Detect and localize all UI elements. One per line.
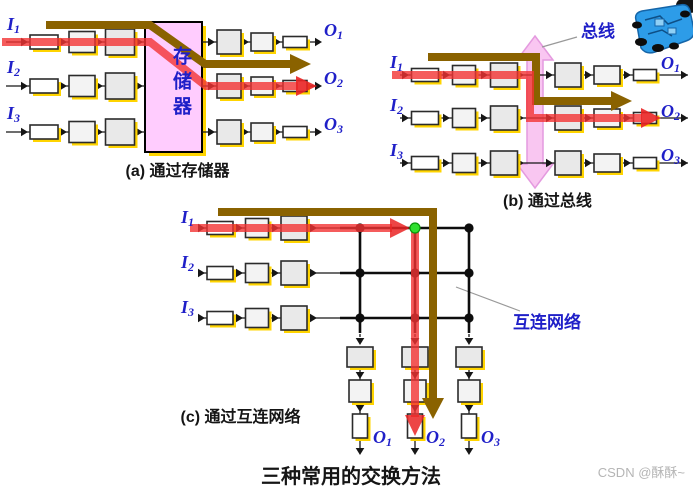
network-label: 互连网络: [513, 313, 581, 332]
input-label-i2-a: I2: [7, 57, 21, 79]
output-label-o2-a: O2: [324, 68, 343, 90]
input-label-i3-b: I3: [390, 140, 404, 162]
crossbar-grid: [340, 226, 474, 345]
active-crosspoint-dot: [409, 222, 421, 234]
diagram-c: [198, 215, 521, 455]
input-label-i3-a: I3: [7, 103, 21, 125]
input-label-i2-c: I2: [181, 252, 195, 274]
bus-label: 总线: [581, 22, 615, 41]
switch-paths-c: [190, 208, 444, 436]
output-label-o2-b: O2: [661, 101, 680, 123]
input-label-i1-b: I1: [390, 52, 404, 74]
output-label-o3-c: O3: [481, 427, 500, 449]
active-crosspoint: [409, 222, 421, 234]
input-label-i3-c: I3: [181, 297, 195, 319]
memory-label: 存储器: [170, 46, 191, 121]
caption-c: (c) 通过互连网络: [180, 409, 301, 426]
output-label-o1-c: O1: [373, 427, 392, 449]
input-label-i1-a: I1: [7, 14, 21, 36]
output-label-o3-a: O3: [324, 114, 343, 136]
output-label-o1-a: O1: [324, 20, 343, 42]
watermark: CSDN @酥酥~: [597, 465, 685, 480]
switch-paths-b: [392, 53, 661, 128]
caption-a: (a) 通过存储器: [125, 163, 230, 180]
output-label-o1-b: O1: [661, 53, 680, 75]
input-label-i1-c: I1: [181, 207, 195, 229]
caption-b: (b) 通过总线: [503, 193, 592, 210]
output-label-o2-c: O2: [426, 427, 445, 449]
input-label-i2-b: I2: [390, 95, 404, 117]
switch-paths-a: [2, 21, 317, 96]
output-label-o3-b: O3: [661, 145, 680, 167]
figure-title: 三种常用的交换方法: [261, 466, 441, 488]
circuit-board-icon: [632, 0, 693, 54]
